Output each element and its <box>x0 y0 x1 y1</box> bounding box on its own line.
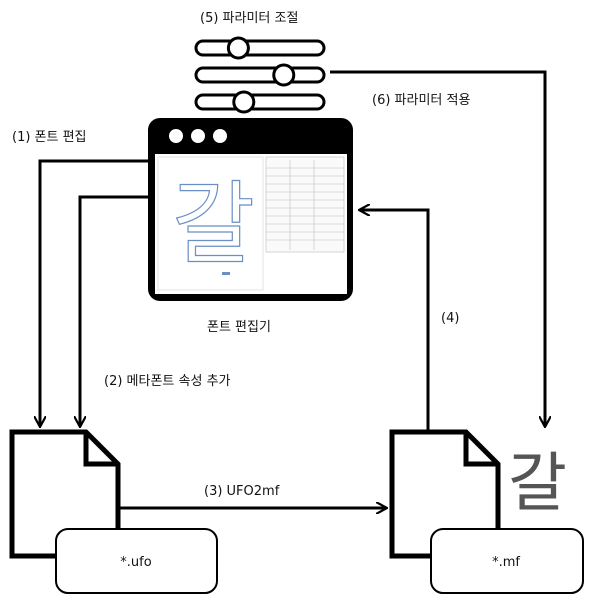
label-step2: (2) 메타폰트 속성 추가 <box>104 374 231 389</box>
label-step4: (4) <box>441 311 459 326</box>
mf-file-label-box: *.mf <box>430 528 584 594</box>
label-step3: (3) UFO2mf <box>204 484 280 499</box>
ufo-file-label-box: *.ufo <box>55 528 218 594</box>
slider-2[interactable] <box>194 63 326 87</box>
slider-3[interactable] <box>194 90 326 114</box>
editor-glyph-preview: 갈 <box>172 172 255 277</box>
output-glyph: 갈 <box>508 447 567 521</box>
editor-side-panel <box>265 156 345 253</box>
window-dot-icon-3 <box>213 129 227 143</box>
editor-caption: 폰트 편집기 <box>207 320 271 335</box>
label-step1: (1) 폰트 편집 <box>12 130 87 145</box>
font-editor-window: 갈 <box>148 118 353 301</box>
window-dot-icon-2 <box>191 129 205 143</box>
arrow-step1 <box>40 159 148 426</box>
flow-arrows <box>40 70 545 508</box>
arrow-step2 <box>80 195 148 426</box>
arrow-step4 <box>360 210 430 432</box>
arrow-step6 <box>330 70 545 426</box>
window-dot-icon-1 <box>169 129 183 143</box>
ufo-file-label: *.ufo <box>120 555 151 570</box>
slider-1[interactable] <box>194 36 326 60</box>
slider-knob-2[interactable] <box>272 63 296 87</box>
slider-knob-1[interactable] <box>226 36 250 60</box>
slider-knob-3[interactable] <box>232 90 256 114</box>
parameter-sliders <box>194 36 326 114</box>
mf-file-icon <box>389 429 501 559</box>
label-step5: (5) 파라미터 조절 <box>200 11 298 26</box>
mf-file-label: *.mf <box>492 555 520 570</box>
ufo-file-icon <box>9 429 121 559</box>
label-step6: (6) 파라미터 적용 <box>372 93 470 108</box>
